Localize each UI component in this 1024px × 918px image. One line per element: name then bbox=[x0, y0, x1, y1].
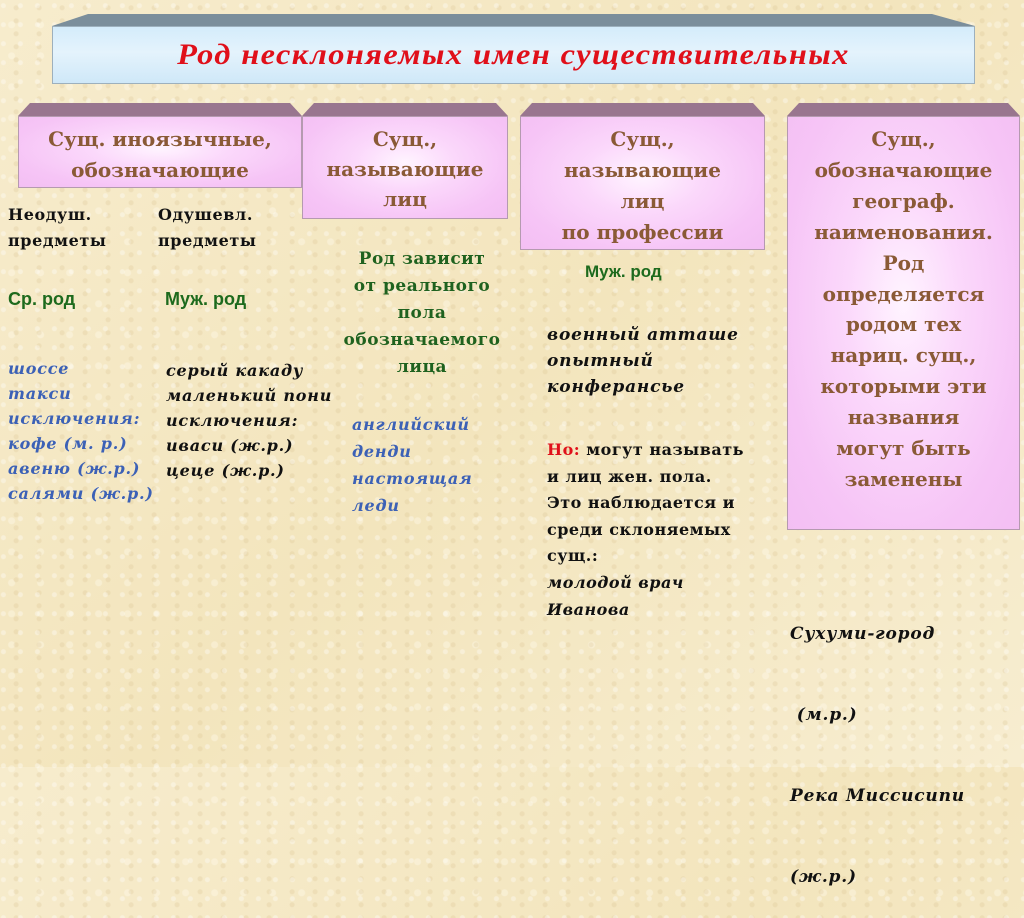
list-item: Сухуми-город bbox=[790, 624, 936, 644]
list-item: Река Миссисипи bbox=[790, 786, 965, 806]
note-example: молодой врач bbox=[547, 572, 684, 592]
category-box-persons: Сущ., называющие лиц bbox=[302, 103, 508, 219]
list-item: маленький пони bbox=[166, 386, 333, 405]
professions-note: Но: могут называть и лиц жен. пола. Это … bbox=[547, 437, 744, 623]
box-line: лиц bbox=[620, 189, 665, 213]
persons-examples: английский денди настоящая леди bbox=[352, 411, 473, 519]
title-box-bevel bbox=[52, 14, 975, 26]
rule-line: от реального bbox=[353, 276, 491, 296]
box-line: Род bbox=[882, 250, 925, 275]
box-line: обозначающие bbox=[814, 157, 993, 182]
professions-gender: Муж. род bbox=[585, 262, 662, 281]
box-line: заменены bbox=[844, 466, 963, 491]
box-line: Сущ. иноязычные, bbox=[48, 127, 272, 151]
rule-line: пола bbox=[397, 303, 447, 323]
inanimate-gender: Ср. род bbox=[8, 289, 76, 309]
box-face: Сущ., называющие лиц bbox=[302, 116, 508, 219]
box-bevel bbox=[18, 103, 302, 116]
box-line: родом тех bbox=[845, 312, 962, 337]
list-item: шоссе bbox=[8, 359, 70, 378]
list-item: авеню (ж.р.) bbox=[8, 459, 141, 478]
list-item: салями (ж.р.) bbox=[8, 484, 154, 503]
box-line: названия bbox=[847, 405, 960, 430]
inanimate-examples: шоссе такси исключения: кофе (м. р.) аве… bbox=[8, 356, 154, 506]
note-line: и лиц жен. пола. bbox=[547, 466, 712, 486]
list-item: цеце (ж.р.) bbox=[166, 461, 285, 480]
box-line: Сущ., bbox=[372, 127, 438, 151]
animate-examples: серый какаду маленький пони исключения: … bbox=[166, 358, 332, 483]
list-item: военный атташе bbox=[547, 325, 739, 345]
box-bevel bbox=[787, 103, 1020, 116]
box-face: Сущ., обозначающие географ. наименования… bbox=[787, 116, 1020, 530]
rule-line: лица bbox=[396, 357, 448, 377]
list-item: иваси (ж.р.) bbox=[166, 436, 294, 455]
animate-label: Одушевл. предметы bbox=[158, 202, 257, 254]
box-line: наименования. bbox=[814, 219, 993, 244]
label-line: предметы bbox=[158, 231, 257, 250]
category-box-geo: Сущ., обозначающие географ. наименования… bbox=[787, 103, 1020, 530]
note-line: среди склоняемых bbox=[547, 519, 731, 539]
list-item: леди bbox=[352, 496, 400, 515]
category-box-foreign: Сущ. иноязычные, обозначающие bbox=[18, 103, 302, 188]
inanimate-label: Неодуш. предметы bbox=[8, 202, 107, 254]
box-line: Сущ., bbox=[610, 127, 675, 151]
title-box: Род несклоняемых имен существительных bbox=[52, 26, 975, 84]
animate-gender: Муж. род bbox=[165, 289, 247, 309]
note-example: Иванова bbox=[547, 599, 630, 619]
list-item: настоящая bbox=[352, 469, 473, 488]
note-line: Но: могут называть bbox=[547, 437, 744, 464]
note-line: сущ.: bbox=[547, 546, 599, 566]
list-item: денди bbox=[352, 442, 412, 461]
box-bevel bbox=[520, 103, 765, 116]
list-item: кофе (м. р.) bbox=[8, 434, 128, 453]
list-item: такси bbox=[8, 384, 72, 403]
label-line: Одушевл. bbox=[158, 205, 253, 224]
box-line: обозначающие bbox=[71, 158, 249, 182]
label-line: Неодуш. bbox=[8, 205, 92, 224]
note-line: Это наблюдается и bbox=[547, 493, 735, 513]
box-line: Сущ., bbox=[871, 127, 936, 151]
list-item: (м.р.) bbox=[790, 705, 858, 725]
box-line: нариц. сущ., bbox=[830, 343, 977, 368]
box-line: лиц bbox=[383, 187, 427, 211]
box-line: называющие bbox=[326, 157, 484, 181]
list-item: английский bbox=[352, 415, 470, 434]
note-first-line: могут называть bbox=[580, 440, 744, 459]
persons-rule: Род зависит от реального пола обозначаем… bbox=[322, 246, 522, 381]
box-face: Сущ. иноязычные, обозначающие bbox=[18, 116, 302, 188]
label-line: предметы bbox=[8, 231, 107, 250]
list-item: опытный bbox=[547, 351, 654, 371]
box-line: географ. bbox=[852, 188, 955, 213]
box-bevel bbox=[302, 103, 508, 116]
list-item: исключения: bbox=[166, 411, 299, 430]
box-line: которыми эти bbox=[820, 374, 987, 399]
rule-line: Род зависит bbox=[358, 249, 486, 269]
category-box-professions: Сущ., называющие лиц по профессии bbox=[520, 103, 765, 250]
geo-examples: Сухуми-город (м.р.) Река Миссисипи (ж.р.… bbox=[790, 567, 965, 918]
list-item: конферансье bbox=[547, 377, 685, 397]
list-item: (ж.р.) bbox=[790, 867, 857, 887]
box-line: по профессии bbox=[561, 220, 724, 244]
list-item: серый какаду bbox=[166, 361, 304, 380]
box-line: определяется bbox=[822, 281, 985, 306]
box-line: называющие bbox=[564, 158, 721, 182]
note-prefix: Но: bbox=[547, 440, 581, 459]
box-line: могут быть bbox=[836, 436, 971, 461]
rule-line: обозначаемого bbox=[343, 330, 501, 350]
page-title: Род несклоняемых имен существительных bbox=[177, 38, 850, 71]
professions-examples: военный атташе опытный конферансье bbox=[547, 322, 739, 400]
list-item: исключения: bbox=[8, 409, 141, 428]
box-face: Сущ., называющие лиц по профессии bbox=[520, 116, 765, 250]
